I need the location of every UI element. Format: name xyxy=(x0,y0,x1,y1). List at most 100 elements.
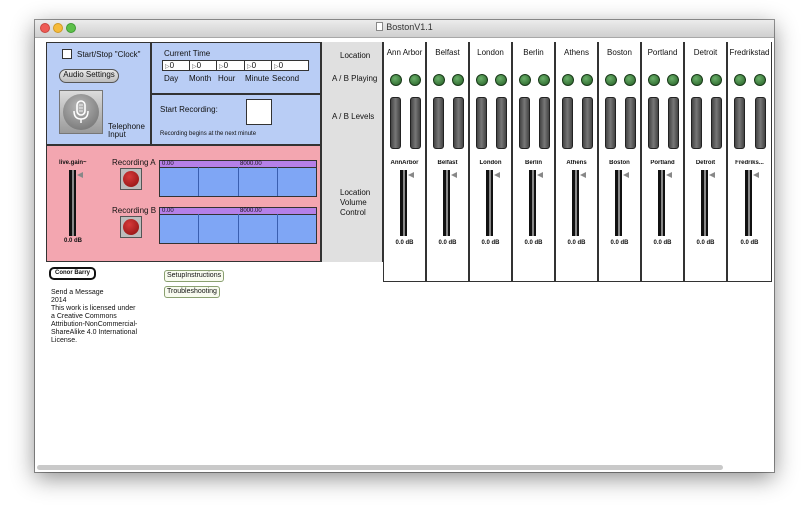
volume-label: Athens xyxy=(566,160,587,166)
volume-meter[interactable] xyxy=(486,170,493,236)
volume-slider-handle[interactable] xyxy=(494,172,500,178)
waveform-b[interactable]: 0.00 8000.00 xyxy=(159,207,317,244)
playing-a-led[interactable] xyxy=(562,74,574,86)
level-b-fader[interactable] xyxy=(625,97,636,149)
start-recording-toggle[interactable] xyxy=(246,99,272,125)
playing-a-led[interactable] xyxy=(476,74,488,86)
level-a-fader[interactable] xyxy=(648,97,659,149)
setup-instructions-button[interactable]: SetupInstructions xyxy=(164,270,225,282)
volume-meter[interactable] xyxy=(529,170,536,236)
volume-meter[interactable] xyxy=(572,170,579,236)
level-a-fader[interactable] xyxy=(433,97,444,149)
level-a-fader[interactable] xyxy=(519,97,530,149)
city-name: Athens xyxy=(564,48,589,57)
microphone-icon xyxy=(63,94,99,130)
volume-meter[interactable] xyxy=(701,170,708,236)
level-b-fader[interactable] xyxy=(496,97,507,149)
playing-a-led[interactable] xyxy=(734,74,746,86)
live-gain-slider-handle[interactable] xyxy=(77,172,83,178)
minute-value: 0 xyxy=(251,61,257,70)
level-a-fader[interactable] xyxy=(691,97,702,149)
city-name: Berlin xyxy=(523,48,544,57)
level-b-fader[interactable] xyxy=(410,97,421,149)
volume-meter[interactable] xyxy=(658,170,665,236)
playing-b-led[interactable] xyxy=(624,74,636,86)
audio-settings-button[interactable]: Audio Settings xyxy=(59,69,119,83)
volume-slider-handle[interactable] xyxy=(753,172,759,178)
volume-slider-handle[interactable] xyxy=(451,172,457,178)
volume-meter[interactable] xyxy=(400,170,407,236)
city-name: Belfast xyxy=(435,48,460,57)
city-name: Ann Arbor xyxy=(386,48,423,57)
playing-b-led[interactable] xyxy=(495,74,507,86)
playing-a-led[interactable] xyxy=(648,74,660,86)
waveform-a-end: 8000.00 xyxy=(240,161,262,167)
playing-a-led[interactable] xyxy=(433,74,445,86)
playing-b-led[interactable] xyxy=(409,74,421,86)
zoom-window-button[interactable] xyxy=(66,23,76,33)
window-title-text: BostonV1.1 xyxy=(386,22,433,32)
volume-slider-handle[interactable] xyxy=(709,172,715,178)
waveform-b-end: 8000.00 xyxy=(240,208,262,214)
volume-meter[interactable] xyxy=(615,170,622,236)
volume-label: Belfast xyxy=(437,160,458,166)
level-b-fader[interactable] xyxy=(711,97,722,149)
level-b-fader[interactable] xyxy=(582,97,593,149)
document-icon xyxy=(376,22,384,31)
level-a-fader[interactable] xyxy=(476,97,487,149)
record-icon xyxy=(123,219,139,235)
city-column-berlin: Berlin Berlin 0.0 dB xyxy=(512,42,555,282)
recording-b-button[interactable] xyxy=(120,216,142,238)
recording-b-label: Recording B xyxy=(112,206,157,215)
volume-row-label: Location Volume Control xyxy=(340,188,371,217)
close-window-button[interactable] xyxy=(40,23,50,33)
level-a-fader[interactable] xyxy=(390,97,401,149)
volume-db: 0.0 dB xyxy=(524,240,543,246)
volume-meter[interactable] xyxy=(443,170,450,236)
start-stop-checkbox[interactable] xyxy=(62,49,72,59)
level-a-fader[interactable] xyxy=(734,97,745,149)
volume-db: 0.0 dB xyxy=(740,240,759,246)
playing-b-led[interactable] xyxy=(538,74,550,86)
volume-label: Berlin xyxy=(524,160,542,166)
troubleshooting-button[interactable]: Troubleshooting xyxy=(164,286,220,298)
level-b-fader[interactable] xyxy=(668,97,679,149)
volume-slider-handle[interactable] xyxy=(623,172,629,178)
record-icon xyxy=(123,171,139,187)
waveform-a[interactable]: 0.00 8000.00 xyxy=(159,160,317,197)
level-b-fader[interactable] xyxy=(755,97,766,149)
author-button[interactable]: Conor Barry xyxy=(49,267,96,280)
playing-b-led[interactable] xyxy=(667,74,679,86)
recording-a-button[interactable] xyxy=(120,168,142,190)
volume-meter[interactable] xyxy=(745,170,752,236)
playing-b-led[interactable] xyxy=(754,74,766,86)
level-b-fader[interactable] xyxy=(453,97,464,149)
volume-label: London xyxy=(479,160,502,166)
start-stop-label: Start/Stop "Clock" xyxy=(77,50,141,59)
playing-b-led[interactable] xyxy=(581,74,593,86)
playing-a-led[interactable] xyxy=(605,74,617,86)
playing-b-led[interactable] xyxy=(452,74,464,86)
volume-label: Detroit xyxy=(695,160,716,166)
horizontal-scrollbar[interactable] xyxy=(37,465,723,470)
playing-a-led[interactable] xyxy=(390,74,402,86)
second-number-box[interactable]: ▷0 xyxy=(271,60,309,71)
minimize-window-button[interactable] xyxy=(53,23,63,33)
volume-slider-handle[interactable] xyxy=(537,172,543,178)
volume-slider-handle[interactable] xyxy=(666,172,672,178)
volume-slider-handle[interactable] xyxy=(580,172,586,178)
volume-label: Portland xyxy=(650,160,675,166)
volume-slider-handle[interactable] xyxy=(408,172,414,178)
ab-levels-row-label: A / B Levels xyxy=(332,112,375,121)
level-b-fader[interactable] xyxy=(539,97,550,149)
minute-label: Minute xyxy=(245,74,270,83)
telephone-input-button[interactable] xyxy=(59,90,103,134)
location-row-label: Location xyxy=(340,51,371,60)
level-a-fader[interactable] xyxy=(605,97,616,149)
playing-a-led[interactable] xyxy=(691,74,703,86)
playing-b-led[interactable] xyxy=(710,74,722,86)
level-a-fader[interactable] xyxy=(562,97,573,149)
send-message-link[interactable]: Send a Message xyxy=(51,289,104,296)
live-gain-meter[interactable] xyxy=(69,170,76,236)
playing-a-led[interactable] xyxy=(519,74,531,86)
